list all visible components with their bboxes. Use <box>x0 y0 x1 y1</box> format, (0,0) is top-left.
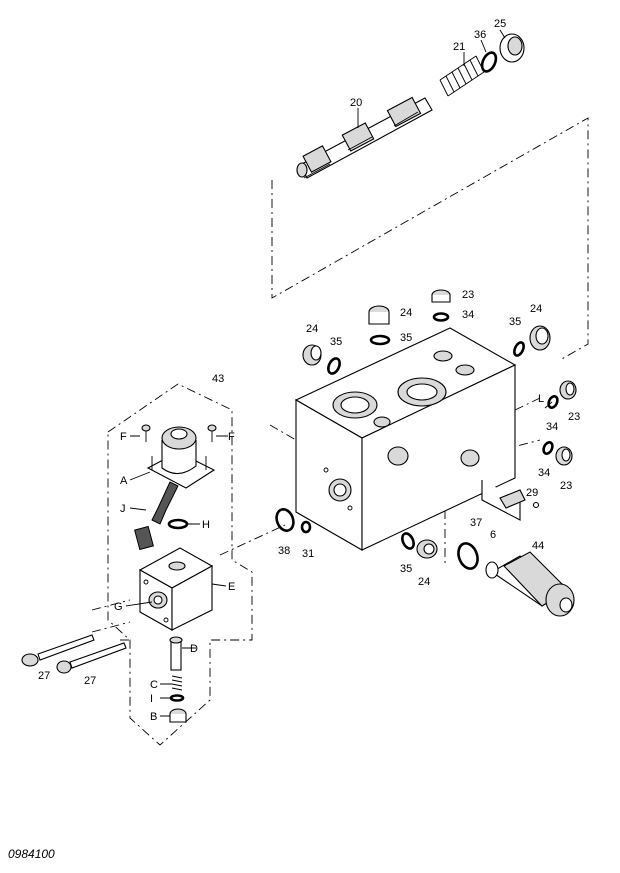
solenoid-assembly-outline <box>107 383 253 746</box>
spring-part-21 <box>439 55 485 97</box>
plug-part-25 <box>499 33 525 63</box>
plug-part-23-top <box>431 289 451 303</box>
wire-harness-J <box>134 481 179 551</box>
label-29: 29 <box>526 487 538 499</box>
label-24-right: 24 <box>530 303 542 315</box>
o-ring-part-35-right <box>513 341 525 357</box>
plug-part-23-lower-right <box>555 446 573 466</box>
o-ring-part-35-top <box>369 334 391 346</box>
label-31: 31 <box>302 548 314 560</box>
spring-C <box>171 675 183 691</box>
relief-valve-part-44 <box>485 551 575 617</box>
plug-part-24-left <box>302 344 322 366</box>
o-ring-part-34-right <box>547 395 559 409</box>
plug-part-24-bottom <box>416 539 438 559</box>
o-ring-part-36 <box>480 51 498 73</box>
label-34-right: 34 <box>546 421 558 433</box>
label-35-top: 35 <box>400 332 412 344</box>
label-27-left: 27 <box>38 670 50 682</box>
label-23-lower: 23 <box>560 480 572 492</box>
bolt-part-27-upper <box>21 634 95 667</box>
label-23-top: 23 <box>462 289 474 301</box>
label-24-top: 24 <box>400 307 412 319</box>
o-ring-I <box>169 694 185 702</box>
label-21: 21 <box>453 41 465 53</box>
o-ring-part-38 <box>275 508 295 532</box>
label-36: 36 <box>474 29 486 41</box>
spool-part-20 <box>296 96 433 179</box>
plug-part-24-right <box>529 325 551 351</box>
o-ring-part-34-top <box>432 312 450 322</box>
label-37: 37 <box>470 517 482 529</box>
plug-part-24-top <box>368 305 390 325</box>
label-20: 20 <box>350 97 362 109</box>
label-34-lower: 34 <box>538 467 550 479</box>
bolt-part-29 <box>532 501 540 509</box>
valve-body <box>294 327 517 551</box>
label-35-left: 35 <box>330 336 342 348</box>
solenoid-coil-A <box>146 426 216 489</box>
label-H: H <box>202 519 210 531</box>
screw-F-left <box>141 424 151 442</box>
label-34-top: 34 <box>462 309 474 321</box>
bracket-part-6 <box>481 480 526 521</box>
solenoid-block-E <box>138 547 214 631</box>
callout-labels: 20 21 36 25 23 34 24 35 24 35 24 35 23 3… <box>38 18 580 723</box>
o-ring-part-31 <box>300 520 312 534</box>
label-F-left: F <box>120 431 127 443</box>
o-ring-part-34-lower-right <box>542 441 554 455</box>
label-44: 44 <box>532 540 544 552</box>
o-ring-part-37 <box>457 542 479 570</box>
label-D: D <box>190 643 198 655</box>
plug-B <box>169 708 187 723</box>
plug-part-23-right <box>559 380 577 400</box>
label-E: E <box>228 581 235 593</box>
drawing-code: 0984100 <box>8 847 55 861</box>
bolt-part-27-lower <box>56 642 127 674</box>
label-24-left: 24 <box>306 323 318 335</box>
label-L: L <box>538 393 544 405</box>
label-J: J <box>120 503 126 515</box>
label-43: 43 <box>212 373 224 385</box>
spool-assembly-outline <box>271 117 589 361</box>
fitting-D <box>169 636 183 671</box>
label-25: 25 <box>494 18 506 30</box>
label-35-right: 35 <box>509 316 521 328</box>
label-35-bottom: 35 <box>400 563 412 575</box>
o-ring-H <box>167 518 189 530</box>
label-6: 6 <box>490 529 496 541</box>
screw-F-right <box>207 424 217 442</box>
o-ring-part-35-bottom <box>401 532 415 550</box>
label-C: C <box>150 679 158 691</box>
label-B: B <box>150 711 157 723</box>
label-leaders <box>125 29 553 717</box>
o-ring-part-35-left <box>327 357 341 375</box>
label-23-right: 23 <box>568 411 580 423</box>
label-F-right: F <box>228 431 235 443</box>
label-38: 38 <box>278 545 290 557</box>
label-I: I <box>150 693 153 705</box>
label-27-right: 27 <box>84 675 96 687</box>
label-24-bottom: 24 <box>418 576 430 588</box>
label-A: A <box>120 475 128 487</box>
label-G: G <box>114 601 123 613</box>
